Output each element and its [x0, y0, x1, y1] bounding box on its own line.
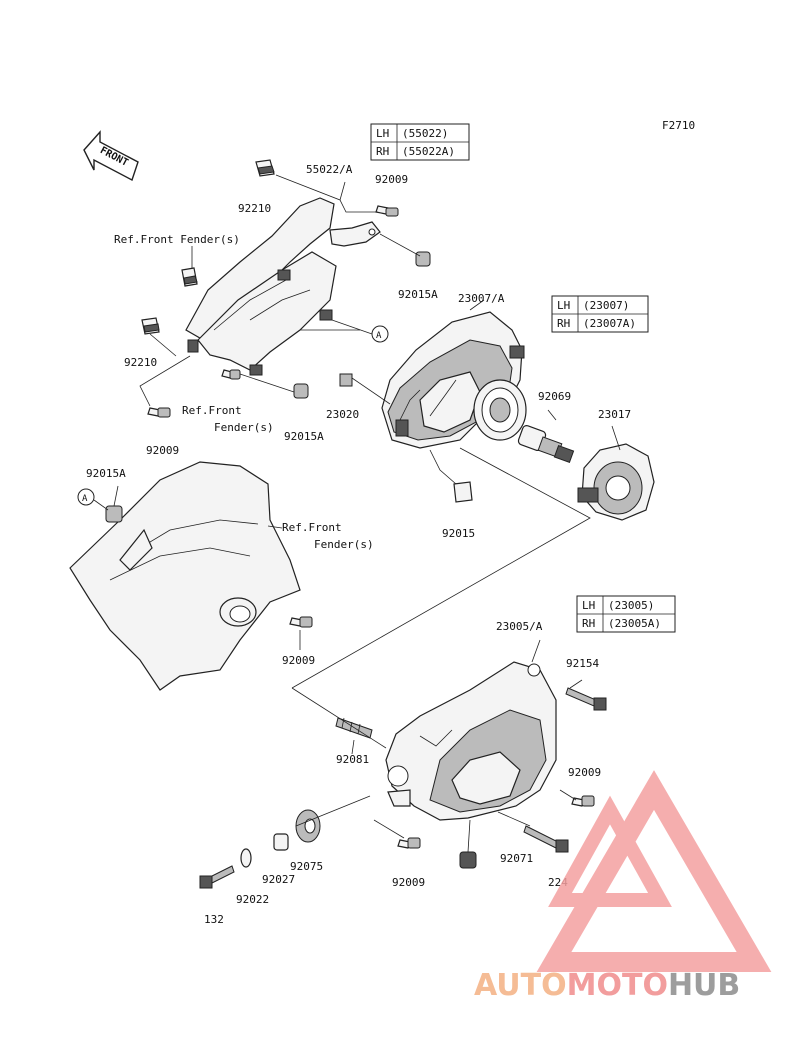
part-number-label: 92009: [392, 876, 425, 889]
bolt-224: [523, 825, 569, 853]
table-part-code: (23007A): [583, 317, 636, 330]
part-number-label: 92009: [375, 173, 408, 186]
part-number-label: 55022/A: [306, 163, 353, 176]
table-part-code: (55022A): [402, 145, 455, 158]
variant-table-23005: LH (23005) RH (23005A): [576, 595, 676, 633]
ref-front-fender-label-line2: Fender(s): [314, 538, 374, 551]
ref-marker-a: A: [376, 331, 382, 341]
part-number-label: 92154: [566, 657, 599, 670]
dust-cover-23017: [577, 443, 655, 521]
table-side-label: LH: [582, 599, 595, 612]
part-number-label: 92022: [236, 893, 269, 906]
bulb-92069: [517, 425, 575, 464]
grommet-92015A: [105, 505, 123, 523]
clip-nut-92210: [181, 267, 198, 287]
part-number-label: 92009: [146, 444, 179, 457]
part-number-label: 92069: [538, 390, 571, 403]
variant-table-23007: LH (23007) RH (23007A): [551, 295, 649, 333]
part-number-label: 92210: [124, 356, 157, 369]
part-number-label: 23005/A: [496, 620, 543, 633]
watermark-part-auto: AUTO: [474, 968, 567, 1003]
nut-23020: [339, 373, 353, 387]
part-number-label: 92081: [336, 753, 369, 766]
table-side-label: RH: [376, 145, 389, 158]
part-number-label: 92027: [262, 873, 295, 886]
figure-code: F2710: [662, 119, 695, 132]
screw-92009: [571, 795, 595, 807]
table-side-label: LH: [376, 127, 389, 140]
part-number-label: 92075: [290, 860, 323, 873]
clip-92015: [453, 481, 473, 503]
part-number-label: 23007/A: [458, 292, 505, 305]
ref-front-fender-label-line2: Fender(s): [214, 421, 274, 434]
table-part-code: (55022): [402, 127, 448, 140]
ref-front-fender-label-line1: Ref.Front: [282, 521, 342, 534]
variant-table-55022: LH (55022) RH (55022A): [370, 123, 470, 161]
collar-92027: [273, 833, 289, 851]
part-number-label: 92009: [282, 654, 315, 667]
svg-text:AUTOMOTOHUB: AUTOMOTOHUB: [474, 968, 740, 1003]
grommet-92071: [459, 851, 477, 869]
part-number-label: 92015A: [398, 288, 438, 301]
part-number-label: 92071: [500, 852, 533, 865]
bolt-132: [199, 865, 235, 889]
part-number-label: 92015: [442, 527, 475, 540]
bolt-92154: [565, 687, 607, 711]
table-part-code: (23005): [608, 599, 654, 612]
watermark-part-hub: HUB: [668, 968, 740, 1003]
headlight-cover-bracket: [185, 197, 381, 376]
screw-92009: [375, 205, 399, 217]
screw-92009: [397, 837, 421, 849]
table-part-code: (23005A): [608, 617, 661, 630]
table-side-label: RH: [582, 617, 595, 630]
screw-92009: [221, 369, 241, 380]
watermark-part-moto: MOTO: [567, 968, 668, 1003]
headlight-housing: [385, 661, 557, 821]
ref-marker-a: A: [82, 494, 88, 504]
table-part-code: (23007): [583, 299, 629, 312]
front-direction-arrow: FRONT: [83, 130, 139, 182]
washer-92022: [240, 848, 252, 868]
screw-92009: [289, 616, 313, 628]
part-number-label: 92015A: [284, 430, 324, 443]
part-number-label: 92015A: [86, 467, 126, 480]
grommet-92015A: [415, 251, 431, 267]
part-number-label: 92009: [568, 766, 601, 779]
headlight-unit: [381, 311, 527, 449]
table-side-label: LH: [557, 299, 570, 312]
part-number-label: 23017: [598, 408, 631, 421]
damper-92075: [295, 809, 321, 843]
front-fender: [69, 461, 301, 691]
table-side-label: RH: [557, 317, 570, 330]
ref-front-fender-label: Ref.Front Fender(s): [114, 233, 240, 246]
grommet-92015A: [293, 383, 309, 399]
ref-front-fender-label-line1: Ref.Front: [182, 404, 242, 417]
clip-nut-92210: [141, 317, 160, 335]
automotohub-watermark: AUTOMOTOHUB: [474, 770, 772, 1003]
screw-92009: [147, 407, 171, 418]
part-number-label: 132: [204, 913, 224, 926]
clip-nut-92210: [255, 159, 275, 177]
part-number-label: 92210: [238, 202, 271, 215]
part-number-label: 23020: [326, 408, 359, 421]
